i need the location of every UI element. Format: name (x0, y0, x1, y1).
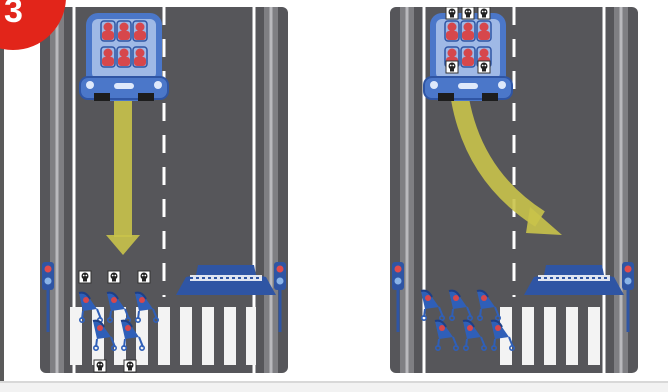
skull-icon (445, 6, 459, 20)
car-icon (79, 12, 169, 102)
skull-icon (461, 6, 475, 20)
bottom-divider (0, 381, 668, 383)
outcome-panel-right[interactable] (390, 5, 638, 375)
pedestrian-crossing (70, 307, 256, 365)
concrete-barrier-icon (524, 265, 624, 295)
skull-icon (107, 270, 121, 284)
outcome-panel-left[interactable] (40, 5, 288, 375)
skull-icon (477, 60, 491, 74)
concrete-barrier-icon (176, 265, 276, 295)
skull-icon (123, 359, 137, 373)
outcome-right-scene (390, 5, 638, 375)
arrow-icon (106, 97, 140, 255)
skull-icon (445, 60, 459, 74)
skull-icon (93, 359, 107, 373)
car-icon (423, 12, 513, 102)
pedestrian-crossing (500, 307, 600, 365)
skull-icon (137, 270, 151, 284)
scenario-number: 3 (4, 0, 23, 30)
bottom-strip (0, 383, 668, 392)
left-divider (0, 0, 4, 392)
skull-icon (477, 6, 491, 20)
skull-icon (78, 270, 92, 284)
arrow-icon (451, 97, 562, 235)
outcome-left-scene (40, 5, 288, 375)
